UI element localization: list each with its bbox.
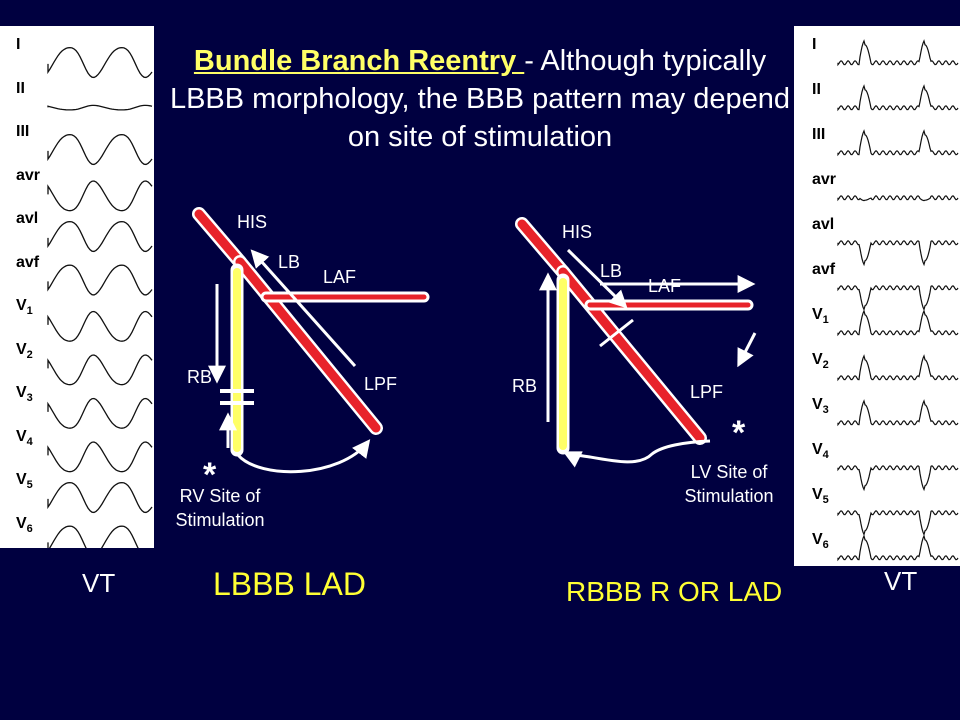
lead-label-left-avr: avr	[16, 166, 41, 184]
ecg-trace-left-v6	[47, 525, 139, 548]
ecg-trace-left-iii	[47, 133, 153, 166]
ecg-trace-left-ii	[47, 104, 153, 111]
ecg-trace-right-i	[837, 39, 959, 67]
right-ecg-traces	[837, 39, 959, 562]
lead-label-left-avl: avl	[16, 210, 39, 227]
ecg-trace-left-v3	[47, 397, 153, 429]
ecg-trace-left-avf	[47, 264, 153, 296]
left-site-line2: Stimulation	[175, 510, 265, 530]
lead-label-right-avl: avl	[812, 216, 835, 233]
lead-label-right-ii: II	[812, 81, 821, 98]
left-stimulation-star: *	[203, 456, 217, 494]
lead-label-right-v2: V2	[812, 351, 829, 372]
left-lpf-label: LPF	[364, 374, 398, 394]
ecg-trace-left-avr	[47, 180, 153, 212]
lead-label-right-v3: V3	[812, 396, 829, 417]
right-lb-block	[599, 318, 634, 348]
right-mode-label: RBBB R OR LAD	[566, 576, 783, 607]
right-lb-label: LB	[600, 261, 623, 281]
lead-label-left-v1: V1	[16, 297, 33, 318]
left-return-arrow	[236, 439, 371, 474]
left-site-line1: RV Site of	[179, 486, 261, 506]
slide-title: Bundle Branch Reentry - Although typical…	[160, 42, 800, 156]
ecg-trace-right-iii	[837, 129, 959, 157]
ecg-trace-left-i	[47, 46, 153, 79]
ecg-trace-right-v6	[837, 534, 959, 562]
lead-label-left-v4: V4	[16, 427, 33, 448]
lead-label-left-i: I	[16, 36, 21, 53]
left-rb-label: RB	[187, 367, 213, 387]
ecg-trace-left-v4	[47, 441, 153, 473]
right-lb-arrow	[566, 248, 628, 309]
right-vt-caption: VT	[884, 566, 918, 596]
ecg-trace-left-v1	[47, 310, 153, 342]
title-highlight: Bundle Branch Reentry	[193, 45, 525, 77]
left-conduction-diagram	[192, 207, 430, 474]
lead-label-left-v3: V3	[16, 384, 33, 405]
left-lb-label: LB	[278, 252, 301, 272]
lead-label-right-avf: avf	[812, 261, 836, 278]
title-text: - Although typically LBBB morphology, th…	[169, 45, 791, 153]
right-lpf-label: LPF	[690, 382, 724, 402]
left-vt-caption: VT	[82, 568, 116, 598]
left-his-label: HIS	[237, 212, 268, 232]
ecg-trace-right-v1	[837, 309, 959, 337]
lead-label-left-v2: V2	[16, 340, 33, 361]
lead-label-left-avf: avf	[16, 253, 40, 271]
left-site-label: RV Site of Stimulation	[160, 484, 280, 532]
right-laf-label: LAF	[648, 276, 682, 296]
right-rb-label: RB	[512, 376, 538, 396]
right-site-label: LV Site of Stimulation	[670, 460, 788, 508]
left-ecg-traces	[47, 46, 153, 548]
right-site-line2: Stimulation	[684, 486, 774, 506]
lead-label-right-v5: V5	[812, 486, 829, 507]
right-return-arrow	[562, 439, 711, 468]
lead-label-right-avr: avr	[812, 171, 837, 188]
lead-label-right-i: I	[812, 36, 817, 53]
ecg-trace-right-avl	[837, 240, 959, 267]
right-lpf-down-arrow	[737, 332, 757, 368]
left-lb-arrow	[250, 249, 357, 368]
ecg-trace-right-v5	[837, 510, 959, 537]
ecg-trace-left-v5	[47, 481, 153, 514]
lead-label-right-v6: V6	[812, 531, 829, 552]
ecg-trace-right-avf	[837, 285, 959, 312]
right-conduction-diagram	[515, 217, 757, 468]
right-his-label: HIS	[562, 222, 593, 242]
right-site-line1: LV Site of	[690, 462, 768, 482]
left-laf-label: LAF	[323, 267, 357, 287]
left-mode-label: LBBB LAD	[213, 566, 366, 602]
lead-label-left-ii: II	[16, 79, 25, 97]
lead-label-left-v5: V5	[16, 471, 33, 492]
lead-label-left-iii: III	[16, 123, 30, 140]
ecg-trace-left-avl	[47, 220, 153, 253]
ecg-trace-right-v4	[837, 465, 959, 492]
ecg-trace-right-ii	[837, 84, 959, 112]
lead-label-right-v1: V1	[812, 306, 829, 327]
ecg-trace-left-v2	[47, 354, 153, 386]
ecg-trace-right-v2	[837, 354, 959, 382]
ecg-trace-right-avr	[837, 195, 959, 202]
lead-label-left-v6: V6	[16, 514, 33, 535]
right-stimulation-star: *	[732, 414, 746, 452]
lead-label-right-v4: V4	[812, 441, 829, 462]
lead-label-right-iii: III	[812, 126, 826, 143]
ecg-trace-right-v3	[837, 399, 959, 427]
